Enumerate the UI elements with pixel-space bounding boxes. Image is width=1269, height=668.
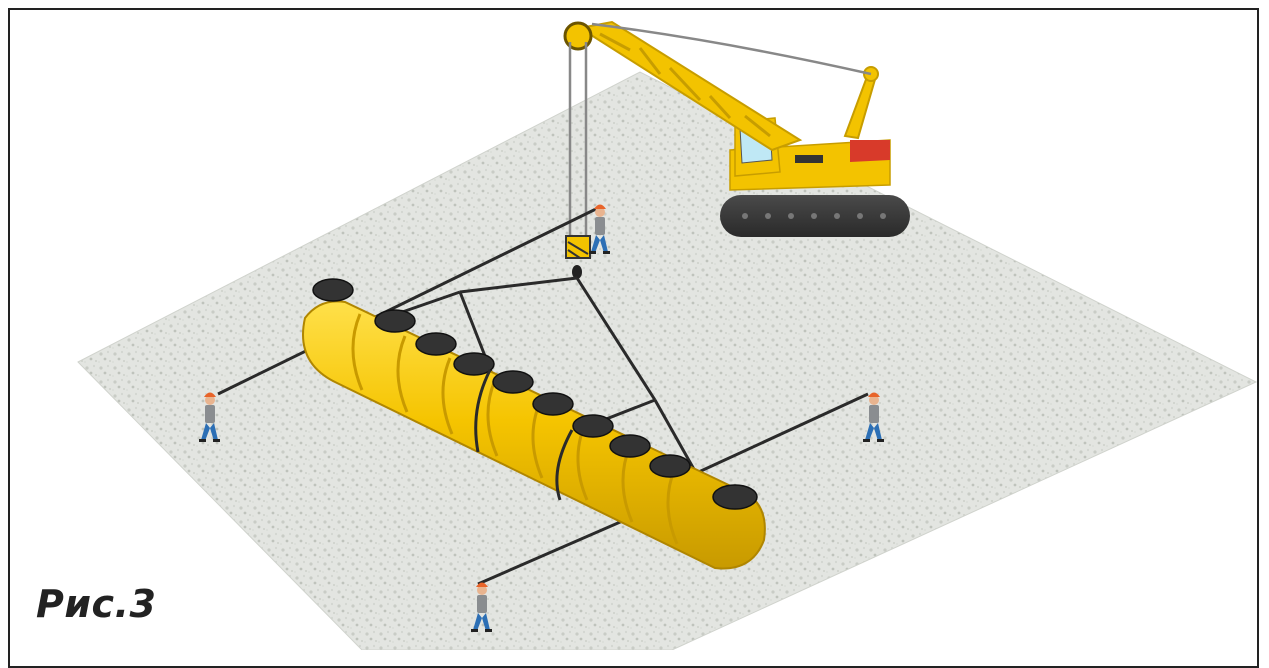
- figure-caption: Рис.3: [36, 582, 157, 626]
- tank-icon: [302, 278, 766, 570]
- installation-scene: [77, 20, 1258, 650]
- hook-icon: [565, 42, 591, 279]
- gravel-bed: [77, 71, 1258, 650]
- crane-icon: [563, 20, 910, 237]
